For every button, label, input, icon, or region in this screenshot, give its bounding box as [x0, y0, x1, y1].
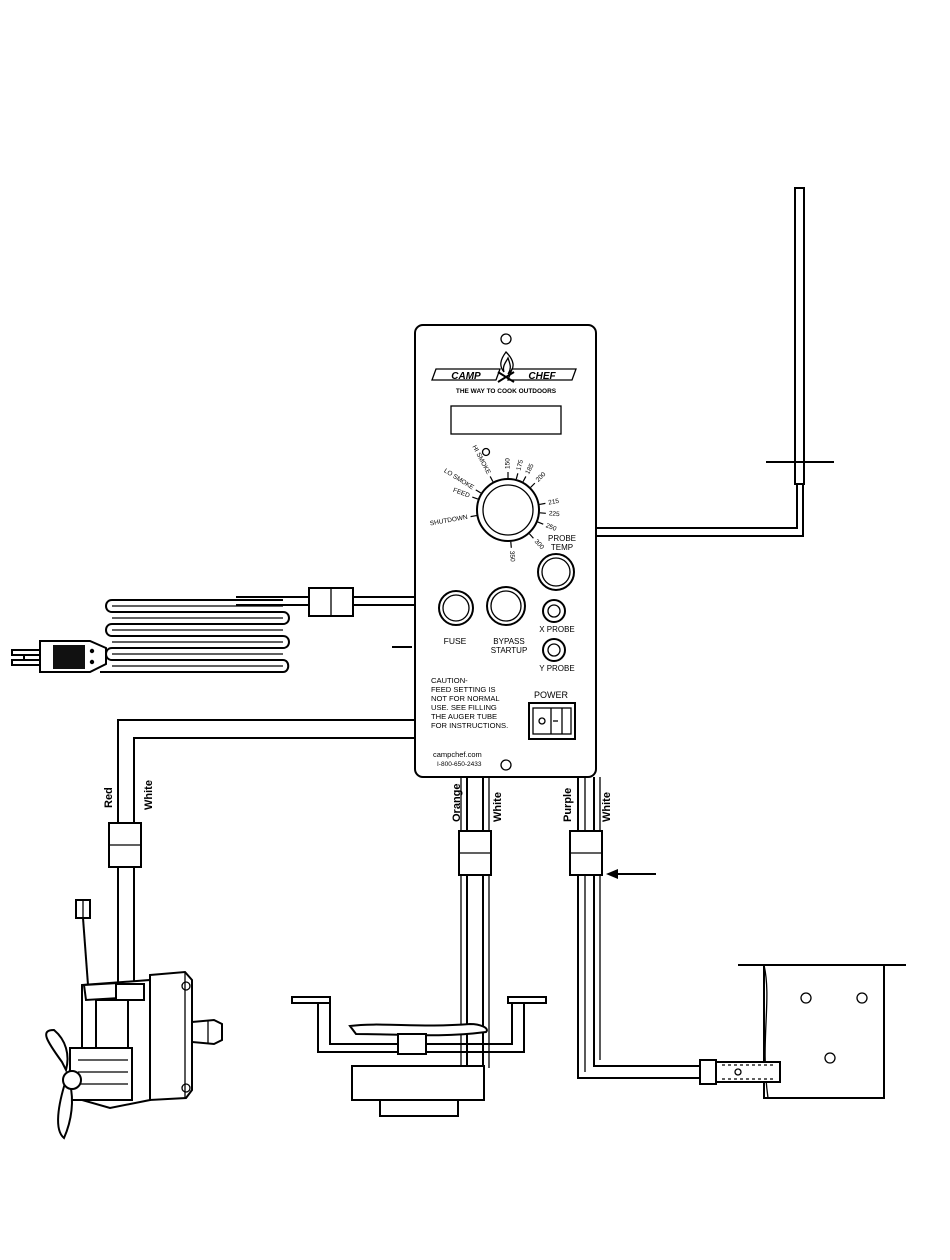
- caution-line-2: FEED SETTING IS: [431, 685, 496, 694]
- y-probe-jack[interactable]: Y PROBE: [539, 638, 575, 673]
- fuse-holder[interactable]: FUSE: [438, 590, 474, 646]
- controller-panel: CAMP CHEF THE WAY TO COOK OUTDOORS LO SM…: [414, 324, 597, 778]
- caution-line-6: FOR INSTRUCTIONS.: [431, 721, 508, 730]
- power-cord: [11, 587, 415, 673]
- dial-tick-label: 350: [508, 551, 516, 563]
- dial-notch: [472, 496, 479, 500]
- x-probe-label: X PROBE: [539, 625, 575, 634]
- cord-coils: [100, 599, 290, 673]
- dial-notch: [539, 512, 546, 514]
- dial-notch: [489, 476, 494, 483]
- dial-tick-label: 215: [548, 498, 560, 507]
- caution-line-4: USE. SEE FILLING: [431, 703, 497, 712]
- dial-notch: [515, 473, 519, 480]
- bypass-label-1: BYPASS: [493, 637, 524, 646]
- indicator-led: [481, 447, 491, 457]
- igniter-wires: Purple White: [562, 777, 700, 1079]
- dial-notch: [539, 502, 546, 506]
- combustion-fan: [291, 996, 547, 1117]
- y-probe-label: Y PROBE: [539, 664, 574, 673]
- caution-line-3: NOT FOR NORMAL: [431, 694, 500, 703]
- dial-tick-label: 185: [524, 462, 535, 475]
- auger-motor: [45, 899, 223, 1140]
- dial-notch: [528, 533, 534, 539]
- wire-label-white-auger: White: [143, 780, 155, 810]
- dial-notch: [475, 489, 482, 494]
- website-text: campchef.com: [433, 750, 482, 759]
- brand-right: CHEF: [528, 371, 556, 382]
- power-label: POWER: [534, 690, 569, 700]
- wire-label-white-fan: White: [492, 792, 504, 822]
- lcd-display: [450, 405, 562, 435]
- camp-chef-logo: CAMP CHEF THE WAY TO COOK OUTDOORS: [431, 351, 577, 395]
- brand-left: CAMP: [451, 371, 481, 382]
- probe-temp-label-2: TEMP: [551, 543, 573, 552]
- tagline: THE WAY TO COOK OUTDOORS: [456, 388, 557, 395]
- power-plug: [11, 640, 107, 673]
- bypass-label-2: STARTUP: [491, 646, 528, 655]
- dial-notch: [537, 521, 544, 525]
- dial-notch: [522, 476, 527, 483]
- wire-label-white-igniter: White: [601, 792, 613, 822]
- caution-line-1: CAUTION-: [431, 676, 468, 685]
- bypass-startup-button[interactable]: BYPASS STARTUP: [486, 586, 528, 655]
- auger-motor-wires: Red White: [103, 719, 415, 985]
- fire-pot: [699, 964, 906, 1099]
- dial-tick-label: 175: [515, 459, 525, 472]
- fan-wires: Orange White: [451, 777, 504, 1068]
- probe-temp-label-1: PROBE: [548, 534, 576, 543]
- dial-tick-label: 150: [505, 458, 512, 469]
- caution-line-5: THE AUGER TUBE: [431, 712, 497, 721]
- dial-tick-label: 225: [549, 510, 561, 518]
- x-probe-jack[interactable]: X PROBE: [539, 599, 575, 634]
- caution-notice: CAUTION- FEED SETTING IS NOT FOR NORMAL …: [431, 676, 508, 730]
- wire-label-red: Red: [103, 787, 115, 808]
- dial-notch: [470, 514, 477, 518]
- wire-label-purple: Purple: [562, 788, 574, 822]
- phone-text: I-800-650-2433: [437, 761, 482, 768]
- dial-notch: [530, 482, 536, 488]
- power-switch[interactable]: POWER: [528, 690, 576, 740]
- temperature-probe: [596, 187, 834, 537]
- dial-tick-label: 250: [545, 522, 558, 533]
- probe-temp-button[interactable]: PROBE TEMP: [537, 534, 576, 591]
- dial-notches: [470, 472, 546, 548]
- wire-label-orange: Orange: [451, 783, 463, 822]
- dial-notch: [510, 541, 512, 548]
- fuse-label: FUSE: [444, 636, 467, 646]
